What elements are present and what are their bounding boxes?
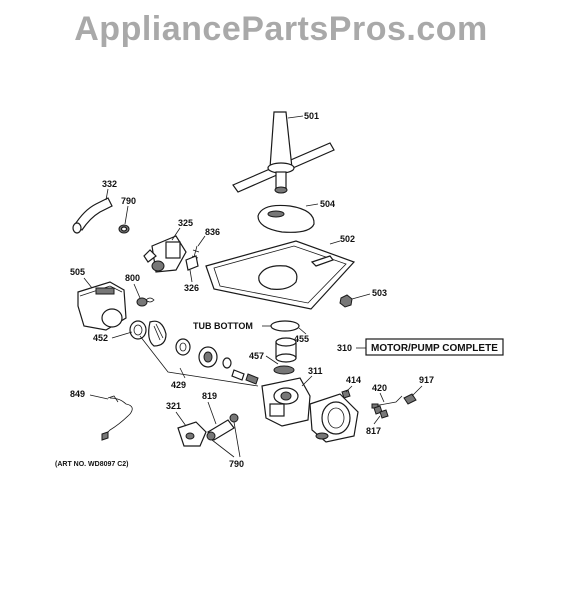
motor-pump-label: MOTOR/PUMP COMPLETE xyxy=(371,343,498,354)
valve-bracket-part[interactable] xyxy=(185,255,199,271)
tub-bottom-label: TUB BOTTOM xyxy=(193,321,253,331)
art-number: (ART NO. WD8097 C2) xyxy=(55,461,129,468)
label-452: 452 xyxy=(93,333,108,343)
label-310: 310 xyxy=(337,343,352,353)
leader-326 xyxy=(189,269,193,283)
label-917: 917 xyxy=(419,375,434,385)
label-790-bottom: 790 xyxy=(229,459,244,469)
label-332: 332 xyxy=(102,179,117,189)
label-836: 836 xyxy=(205,227,220,237)
filter-cap-part[interactable] xyxy=(257,204,315,233)
leader-429 xyxy=(179,367,186,379)
leader-790-top xyxy=(124,205,129,225)
leader-452 xyxy=(111,331,133,339)
label-325: 325 xyxy=(178,218,193,228)
drain-hose-part[interactable] xyxy=(72,197,113,234)
leader-414 xyxy=(345,385,353,393)
label-817: 817 xyxy=(366,426,381,436)
label-414: 414 xyxy=(346,375,361,385)
wire-harness-part[interactable] xyxy=(101,395,133,441)
label-505: 505 xyxy=(70,267,85,277)
label-504: 504 xyxy=(320,199,335,209)
clip-917-part[interactable] xyxy=(403,393,417,405)
hose-819-part[interactable] xyxy=(206,413,239,441)
label-502: 502 xyxy=(340,234,355,244)
label-503: 503 xyxy=(372,288,387,298)
leader-836 xyxy=(197,235,206,247)
filter-screen-part[interactable] xyxy=(205,240,356,310)
pump-assembly-part[interactable] xyxy=(261,377,311,427)
clip-817-part[interactable] xyxy=(373,405,389,419)
inlet-valve-part[interactable] xyxy=(143,235,187,273)
leader-504 xyxy=(305,203,319,207)
leader-790-bottom-a xyxy=(211,439,235,458)
label-455: 455 xyxy=(294,334,309,344)
spray-arm-part[interactable] xyxy=(232,111,335,194)
leader-420 xyxy=(379,392,385,403)
leader-455 xyxy=(298,327,307,335)
motor-pump-box[interactable] xyxy=(365,338,504,356)
hose-clamp-part[interactable] xyxy=(118,224,130,234)
screw-414-part[interactable] xyxy=(341,389,351,399)
label-457: 457 xyxy=(249,351,264,361)
leader-429-bracket xyxy=(139,335,259,387)
bracket-321-part[interactable] xyxy=(177,421,207,447)
label-321: 321 xyxy=(166,401,181,411)
leader-325 xyxy=(171,227,181,241)
gasket-part[interactable] xyxy=(129,320,147,340)
motor-part[interactable] xyxy=(309,393,359,443)
leader-800 xyxy=(133,283,141,299)
leader-502 xyxy=(329,240,341,245)
watermark-text: AppliancePartsPros.com xyxy=(74,10,488,48)
leader-849 xyxy=(89,394,109,400)
spring-part[interactable] xyxy=(136,297,155,307)
seal-ring-part[interactable] xyxy=(270,320,300,332)
leader-332 xyxy=(105,188,109,201)
label-849: 849 xyxy=(70,389,85,399)
leader-501 xyxy=(287,115,304,119)
label-326: 326 xyxy=(184,283,199,293)
sump-housing-part[interactable] xyxy=(77,281,127,331)
impeller-kit-part[interactable] xyxy=(148,320,259,385)
label-819: 819 xyxy=(202,391,217,401)
label-311: 311 xyxy=(308,366,323,376)
label-429: 429 xyxy=(171,380,186,390)
leader-917 xyxy=(411,385,423,397)
label-800: 800 xyxy=(125,273,140,283)
label-790-top: 790 xyxy=(121,196,136,206)
wire-420-part[interactable] xyxy=(371,395,403,409)
leader-321 xyxy=(175,411,187,427)
leader-311 xyxy=(301,375,313,387)
leader-819 xyxy=(207,401,217,425)
label-501: 501 xyxy=(304,111,319,121)
leader-505 xyxy=(83,277,93,289)
leader-817 xyxy=(373,415,381,425)
leader-457 xyxy=(265,355,279,365)
label-420: 420 xyxy=(372,383,387,393)
pump-seal-part[interactable] xyxy=(273,337,297,375)
leader-503 xyxy=(351,293,371,300)
leader-790-bottom-b xyxy=(233,421,241,458)
nut-part[interactable] xyxy=(339,294,353,308)
